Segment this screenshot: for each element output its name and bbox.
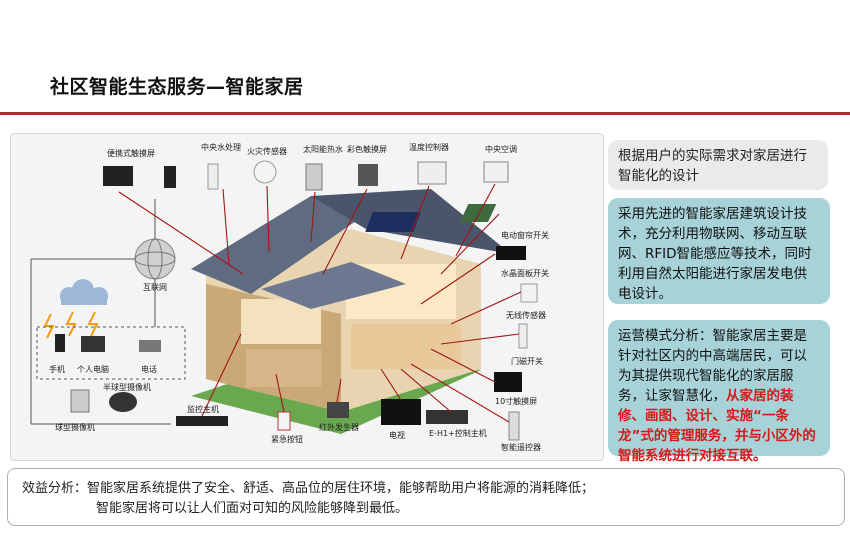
label-emergency-button: 紧急按钮 — [271, 435, 303, 444]
title-divider — [0, 112, 850, 115]
design-summary-box: 根据用户的实际需求对家居进行智能化的设计 — [608, 140, 828, 190]
cloud-icon — [60, 279, 108, 305]
label-smart-remote: 智能遥控器 — [501, 443, 541, 452]
roof-left — [191, 196, 366, 294]
label-color-touchscreen: 彩色触摸屏 — [347, 145, 387, 154]
room-lower-left — [246, 349, 321, 387]
pointer-lines — [118, 183, 522, 423]
label-central-ac: 中央空调 — [485, 145, 517, 154]
bottom-devices — [70, 389, 468, 431]
roof-middle — [261, 262, 406, 309]
benefit-analysis-line-1: 效益分析：智能家居系统提供了安全、舒适、高品位的居住环境，能够帮助用户将能源的消… — [22, 481, 595, 496]
label-solar-water-heater: 太阳能热水 — [303, 145, 343, 154]
label-tv: 电视 — [389, 431, 405, 440]
label-thermostat: 温度控制器 — [409, 143, 449, 152]
device-group-icons — [55, 334, 161, 352]
benefit-analysis-box: 效益分析：智能家居系统提供了安全、舒适、高品位的居住环境，能够帮助用户将能源的消… — [7, 468, 845, 526]
label-main-controller: 监控主机 — [187, 405, 219, 414]
network-lines — [30, 199, 171, 425]
page-title: 社区智能生态服务—智能家居 — [50, 76, 304, 98]
solar-panel — [365, 212, 421, 232]
operation-model-box: 运营模式分析：智能家居主要是针对社区内的中高端居民，可以为其提供现代智能化的家居… — [608, 320, 830, 464]
label-portable-touchscreen: 便携式触摸屏 — [107, 149, 155, 158]
signal-bolts — [43, 311, 99, 339]
label-door-magnet: 门磁开关 — [511, 357, 543, 366]
benefit-analysis-line-2: 智能家居将可以让人们面对可知的风险能够降到最低。 — [96, 501, 409, 516]
operation-model-text: 运营模式分析：智能家居主要是针对社区内的中高端居民，可以为其提供现代智能化的家居… — [618, 328, 807, 404]
top-devices — [103, 160, 509, 191]
device-group-frame — [36, 326, 186, 380]
label-dome-camera: 球型摄像机 — [55, 423, 95, 432]
label-crystal-panel-switch: 水晶面板开关 — [501, 269, 549, 278]
label-telephone: 电话 — [141, 365, 157, 374]
label-ir-transmitter: 红外发生器 — [319, 423, 359, 432]
label-internet: 互联网 — [143, 283, 167, 292]
label-touchscreen-10: 10寸触摸屏 — [495, 397, 538, 406]
label-pc: 个人电脑 — [77, 365, 109, 374]
smart-home-illustration — [30, 160, 538, 441]
operation-model-highlight: 从家居的装修、画图、设计、实施“一条龙”式的管理服务，并与小区外的智能系统进行对… — [618, 388, 816, 464]
label-curtain-switch: 电动窗帘开关 — [501, 231, 549, 240]
technology-summary-box: 采用先进的智能家居建筑设计技术，充分利用物联网、移动互联网、RFID智能感应等技… — [608, 198, 830, 304]
label-wireless-sensor: 无线传感器 — [506, 311, 546, 320]
room-lower-right — [351, 324, 461, 369]
right-devices — [459, 204, 538, 441]
label-hemispherical-camera: 半球型摄像机 — [103, 383, 151, 392]
internet-globe-icon — [134, 238, 176, 280]
label-central-water: 中央水处理 — [201, 143, 241, 152]
label-phone: 手机 — [49, 365, 65, 374]
label-fire-sensor: 火灾传感器 — [247, 147, 287, 156]
smart-home-diagram: 便携式触摸屏 中央水处理 火灾传感器 太阳能热水 彩色触摸屏 温度控制器 中央空… — [10, 133, 604, 461]
label-e-h1-controller: E-H1+控制主机 — [429, 429, 487, 438]
